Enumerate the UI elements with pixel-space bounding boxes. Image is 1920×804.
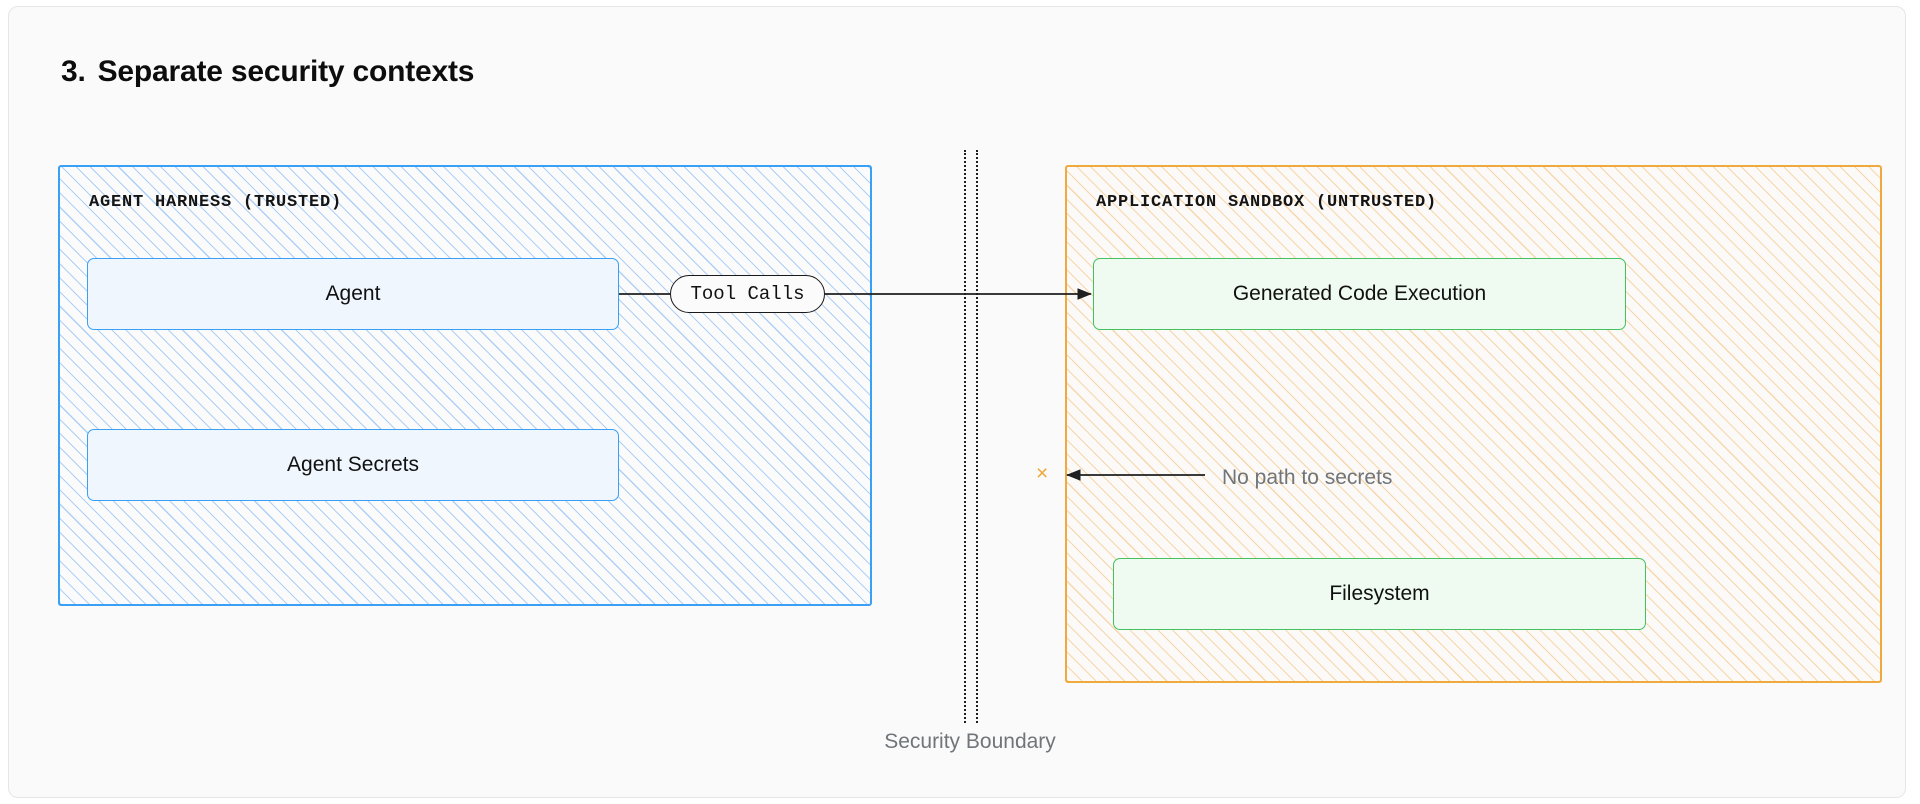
security-boundary-line-left	[964, 150, 966, 723]
diagram-canvas: 3. Separate security contexts AGENT HARNE…	[8, 6, 1906, 798]
title-number: 3.	[61, 55, 86, 88]
application-sandbox-label: APPLICATION SANDBOX (UNTRUSTED)	[1096, 193, 1438, 212]
node-filesystem[interactable]: Filesystem	[1113, 558, 1646, 630]
edge-label-no-path-to-secrets: No path to secrets	[1222, 466, 1393, 489]
agent-harness-container: AGENT HARNESS (TRUSTED)	[58, 165, 872, 606]
node-agent-secrets[interactable]: Agent Secrets	[87, 429, 619, 501]
security-boundary-label: Security Boundary	[884, 730, 1056, 753]
edge-label-tool-calls: Tool Calls	[670, 275, 825, 313]
page-title: 3. Separate security contexts	[61, 55, 474, 89]
blocked-cross-icon: ×	[1036, 462, 1049, 485]
node-generated-code-execution[interactable]: Generated Code Execution	[1093, 258, 1626, 330]
title-text: Separate security contexts	[97, 55, 475, 88]
node-agent[interactable]: Agent	[87, 258, 619, 330]
security-boundary-line-right	[976, 150, 978, 723]
agent-harness-label: AGENT HARNESS (TRUSTED)	[89, 193, 343, 212]
